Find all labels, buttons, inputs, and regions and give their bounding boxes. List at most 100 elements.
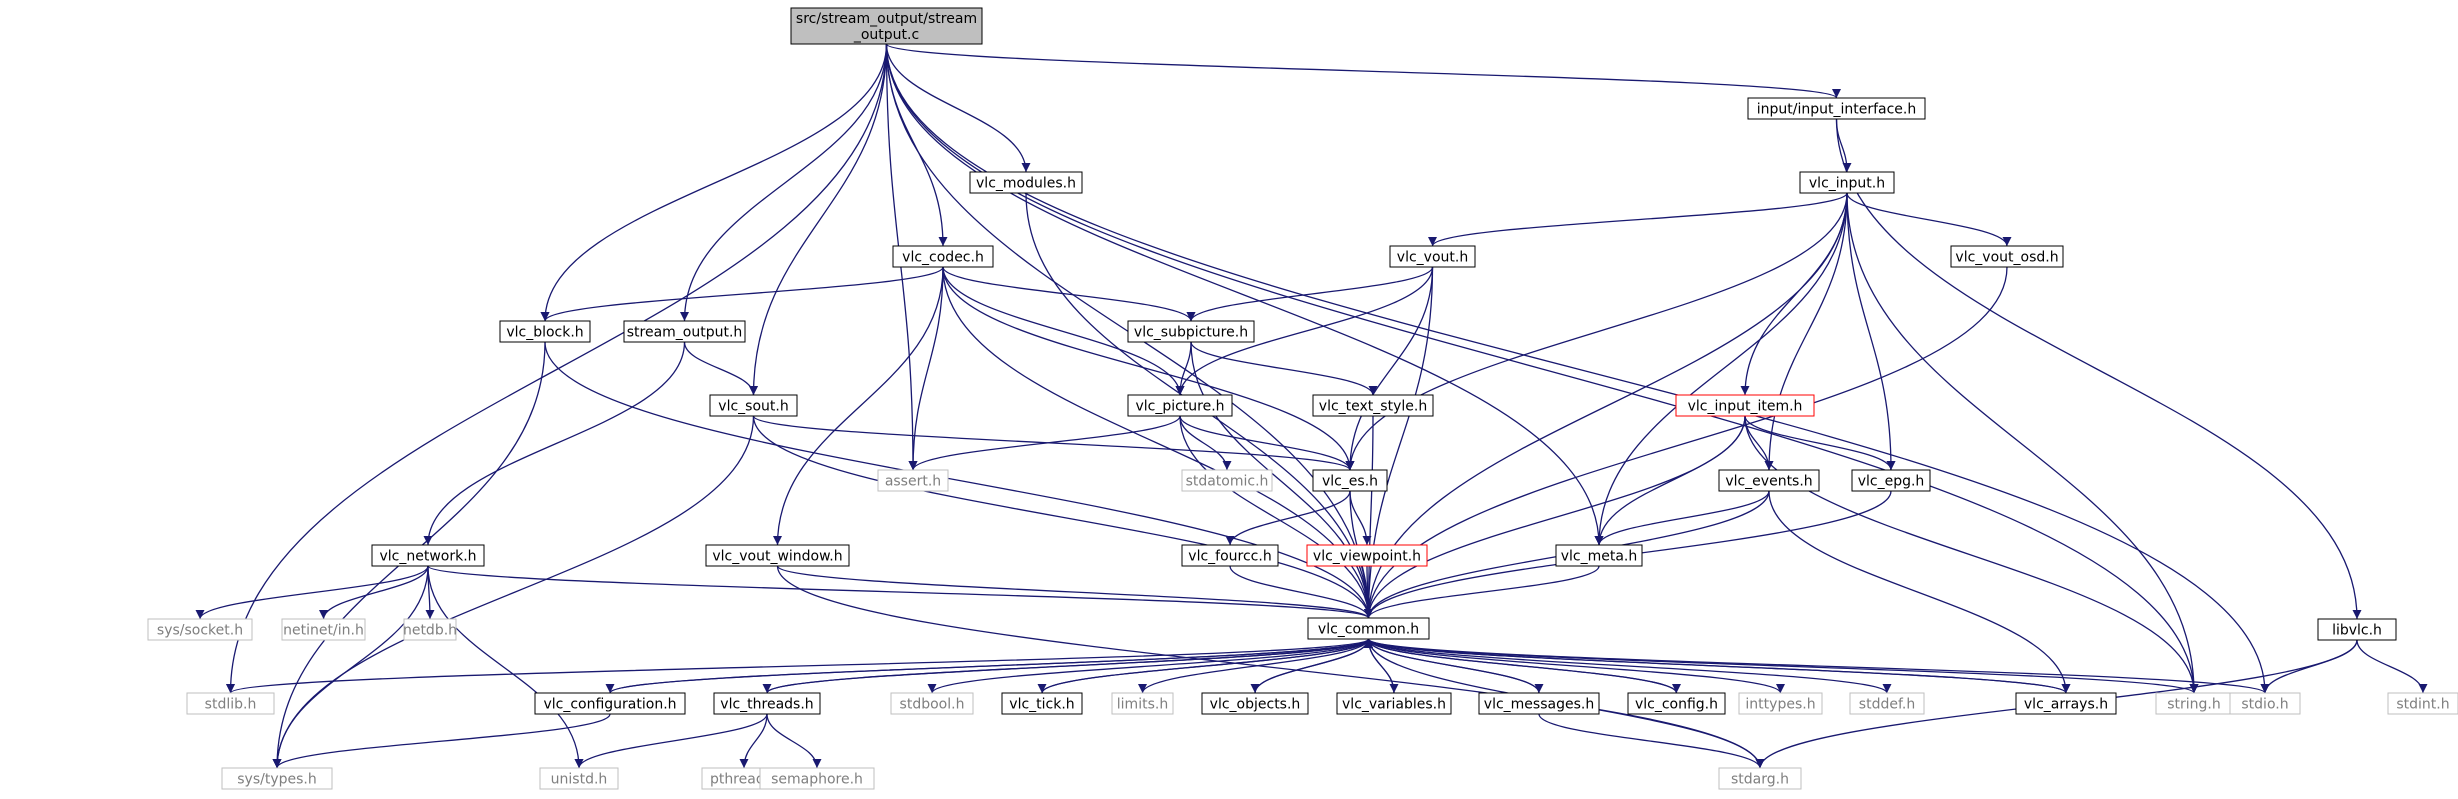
node-box: [2229, 692, 2301, 715]
node-box: [1851, 469, 1931, 492]
node-vlc-vout-window[interactable]: vlc_vout_window.h: [705, 544, 850, 567]
node-vlc-input-item[interactable]: vlc_input_item.h: [1675, 394, 1815, 417]
edge-root-to-stdio: [885, 43, 2270, 694]
edge-vlc-picture-to-assert: [908, 415, 1181, 471]
node-box: [1675, 394, 1815, 417]
edge-vlc-common-to-stdbool: [927, 638, 1370, 694]
edge-root-to-input-interface: [885, 43, 1841, 99]
node-vlc-fourcc[interactable]: vlc_fourcc.h: [1181, 544, 1279, 567]
node-box: [877, 469, 949, 492]
node-box: [890, 692, 974, 715]
node-vlc-sout[interactable]: vlc_sout.h: [709, 394, 798, 417]
node-stdio: stdio.h: [2229, 692, 2301, 715]
node-vlc-viewpoint[interactable]: vlc_viewpoint.h: [1306, 544, 1428, 567]
node-box: [1307, 617, 1430, 640]
node-box: [186, 692, 275, 715]
node-vlc-block[interactable]: vlc_block.h: [499, 320, 591, 343]
node-box: [1555, 544, 1643, 567]
edge-vlc-input-to-vlc-meta: [1594, 192, 1848, 546]
node-libvlc[interactable]: libvlc.h: [2317, 618, 2397, 641]
node-vlc-configuration[interactable]: vlc_configuration.h: [534, 692, 686, 715]
edge-vlc-threads-to-pthread: [739, 713, 768, 769]
node-vlc-network[interactable]: vlc_network.h: [371, 544, 485, 567]
node-box: [1306, 544, 1428, 567]
edge-vlc-events-to-vlc-arrays: [1768, 490, 2071, 694]
node-vlc-picture[interactable]: vlc_picture.h: [1127, 394, 1233, 417]
node-label: vlc_vout_osd.h: [1955, 250, 2058, 266]
node-vlc-objects[interactable]: vlc_objects.h: [1201, 692, 1309, 715]
node-label: vlc_text_style.h: [1319, 399, 1427, 415]
node-stdarg: stdarg.h: [1718, 767, 1802, 790]
node-sys-socket: sys/socket.h: [147, 618, 253, 641]
edge-vlc-arrays-to-vlc-common: [1364, 638, 2067, 694]
node-box: [1111, 692, 1174, 715]
node-label: vlc_network.h: [379, 549, 476, 565]
node-box: [1336, 692, 1452, 715]
node-label: vlc_es.h: [1322, 474, 1378, 490]
edge-vlc-input-to-vlc-common: [1363, 192, 1848, 619]
node-box: [1627, 692, 1726, 715]
node-box: [281, 618, 366, 641]
node-label: stdatomic.h: [1186, 474, 1269, 490]
node-vlc-arrays[interactable]: vlc_arrays.h: [2015, 692, 2117, 715]
edge-vlc-vout-to-vlc-picture: [1175, 266, 1434, 396]
node-box: [709, 394, 798, 417]
node-stream-output[interactable]: stream_output.h: [623, 320, 746, 343]
edge-root-to-vlc-modules: [885, 43, 1031, 173]
node-vlc-modules[interactable]: vlc_modules.h: [969, 171, 1083, 194]
node-label: vlc_arrays.h: [2024, 697, 2108, 713]
node-label: src/stream_output/stream: [796, 11, 977, 27]
edge-vlc-common-to-string: [1367, 638, 2199, 694]
node-vlc-variables[interactable]: vlc_variables.h: [1336, 692, 1452, 715]
node-vlc-meta[interactable]: vlc_meta.h: [1555, 544, 1643, 567]
node-vlc-threads[interactable]: vlc_threads.h: [713, 692, 821, 715]
edge-root-to-vlc-codec: [885, 43, 948, 247]
edge-vlc-es-to-vlc-viewpoint: [1349, 490, 1372, 546]
edge-vlc-objects-to-vlc-common: [1254, 638, 1374, 694]
node-box: [892, 245, 994, 268]
node-label: vlc_common.h: [1318, 622, 1419, 638]
edge-vlc-common-to-stdio: [1367, 638, 2270, 694]
edge-vlc-network-to-vlc-common: [427, 565, 1373, 619]
node-vlc-tick[interactable]: vlc_tick.h: [1001, 692, 1083, 715]
node-vlc-epg[interactable]: vlc_epg.h: [1851, 469, 1931, 492]
node-label: vlc_picture.h: [1135, 399, 1224, 415]
node-box: [539, 767, 619, 790]
edge-vlc-input-to-string: [1846, 192, 2199, 694]
node-vlc-messages[interactable]: vlc_messages.h: [1478, 692, 1600, 715]
node-label: vlc_block.h: [506, 325, 583, 341]
node-box: [1718, 469, 1820, 492]
node-label: vlc_threads.h: [720, 697, 813, 713]
node-vlc-events[interactable]: vlc_events.h: [1718, 469, 1820, 492]
node-vlc-vout[interactable]: vlc_vout.h: [1389, 245, 1476, 268]
node-vlc-config[interactable]: vlc_config.h: [1627, 692, 1726, 715]
node-label: assert.h: [885, 474, 941, 490]
node-vlc-text-style[interactable]: vlc_text_style.h: [1312, 394, 1434, 417]
node-vlc-common[interactable]: vlc_common.h: [1307, 617, 1430, 640]
node-vlc-codec[interactable]: vlc_codec.h: [892, 245, 994, 268]
node-root[interactable]: src/stream_output/stream_output.c: [790, 7, 983, 45]
edge-vlc-vout-to-vlc-es: [1345, 266, 1434, 471]
node-vlc-es[interactable]: vlc_es.h: [1312, 469, 1388, 492]
node-stdlib: stdlib.h: [186, 692, 275, 715]
node-input-interface[interactable]: input/input_interface.h: [1747, 97, 1926, 120]
node-label: vlc_subpicture.h: [1134, 325, 1248, 341]
edge-vlc-codec-to-vlc-block: [540, 266, 944, 322]
node-label: semaphore.h: [771, 772, 863, 788]
node-vlc-input[interactable]: vlc_input.h: [1799, 171, 1895, 194]
edge-vlc-block-to-vlc-common: [544, 341, 1373, 619]
node-vlc-vout-osd[interactable]: vlc_vout_osd.h: [1950, 245, 2064, 268]
node-stddef: stddef.h: [1849, 692, 1925, 715]
node-box: [1181, 469, 1273, 492]
node-label: vlc_input.h: [1809, 176, 1885, 192]
edge-vlc-codec-to-assert: [908, 266, 944, 471]
node-box: [403, 618, 457, 641]
edge-vlc-input-to-vlc-events: [1764, 192, 1848, 471]
edge-input-interface-to-libvlc: [1835, 118, 2362, 620]
node-vlc-subpicture[interactable]: vlc_subpicture.h: [1127, 320, 1255, 343]
node-box: [623, 320, 746, 343]
node-box: [705, 544, 850, 567]
node-box: [790, 7, 983, 45]
node-box: [1127, 394, 1233, 417]
node-label: vlc_events.h: [1725, 474, 1812, 490]
